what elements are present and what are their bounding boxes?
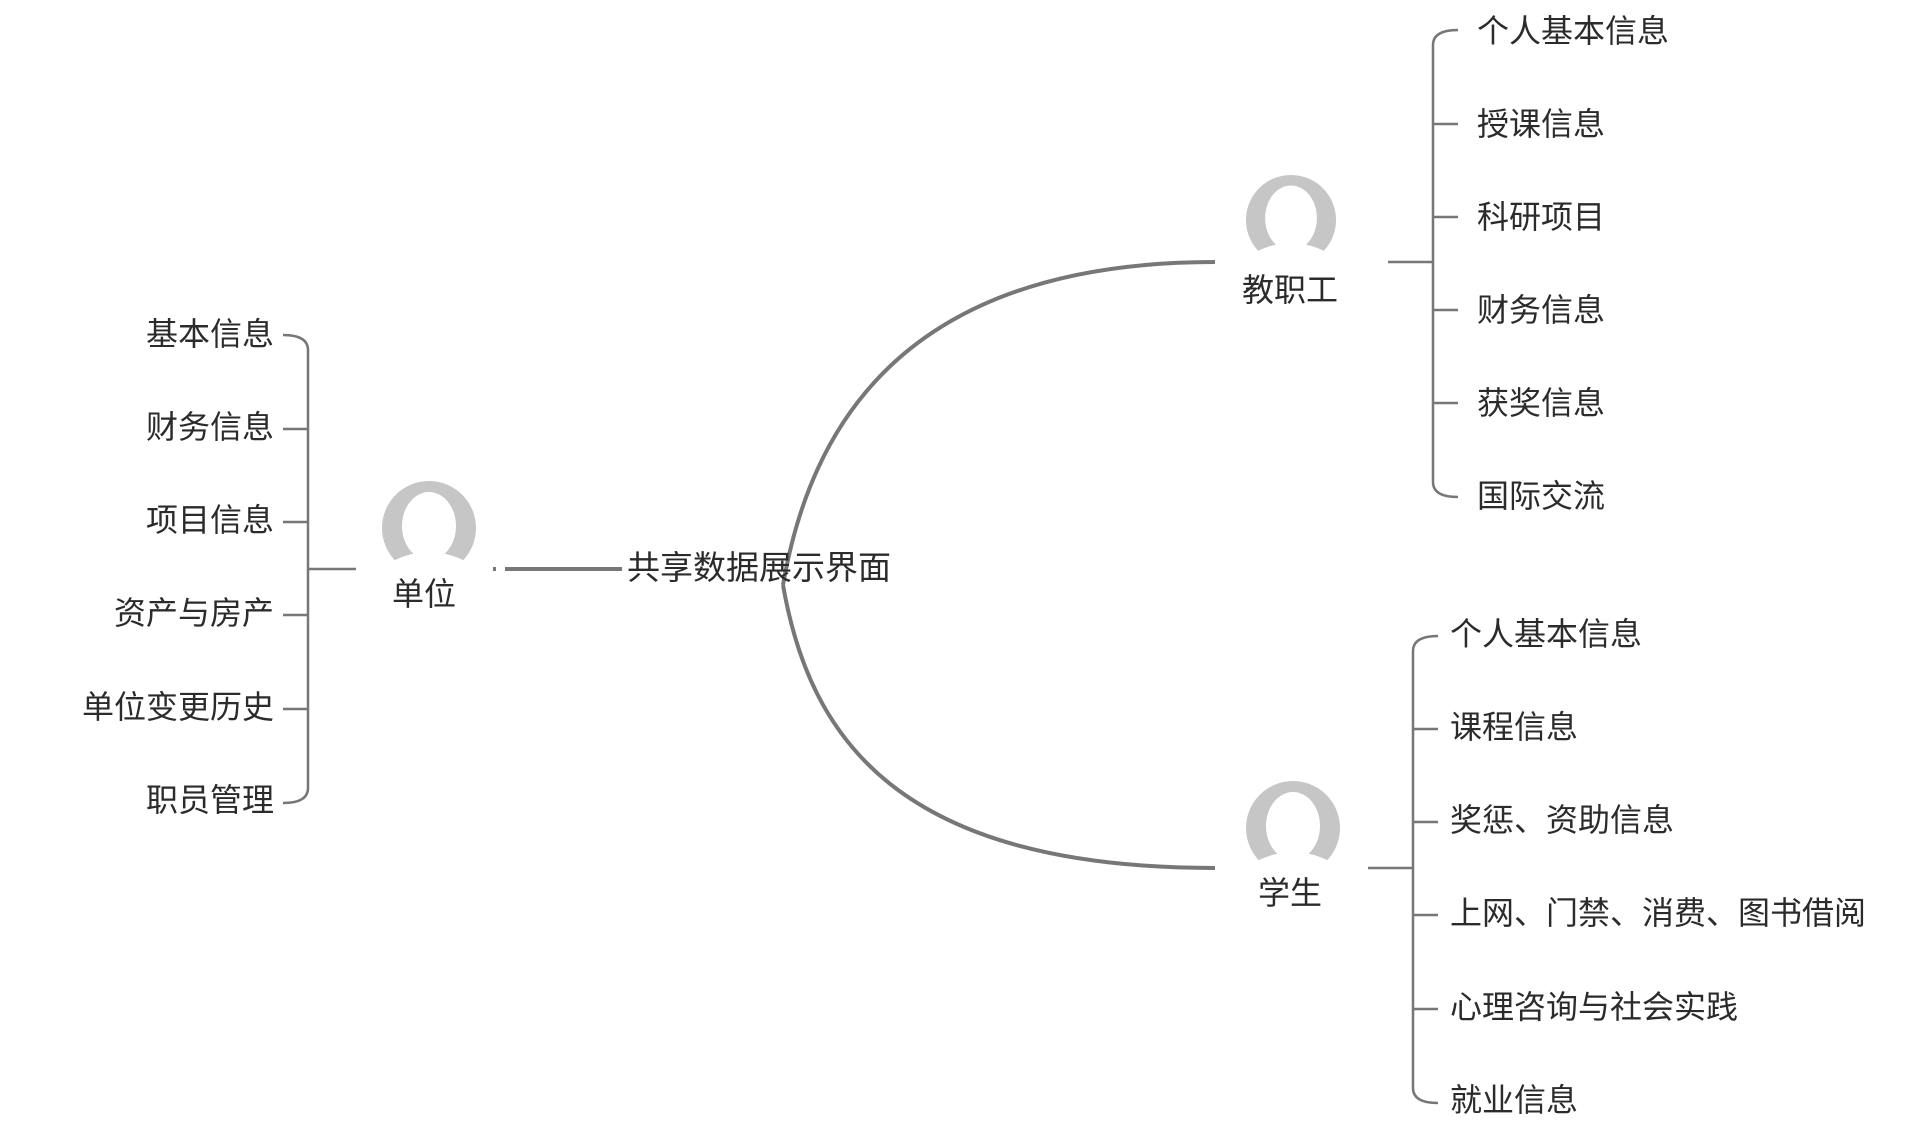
student-item: 心理咨询与社会实践 — [1450, 988, 1739, 1026]
root-node-label: 共享数据展示界面 — [627, 548, 891, 587]
staff-item: 财务信息 — [1477, 291, 1606, 329]
student-item: 就业信息 — [1450, 1081, 1579, 1119]
staff-item: 国际交流 — [1477, 477, 1606, 515]
root-staff-connector — [781, 260, 1216, 586]
student-item: 个人基本信息 — [1450, 615, 1643, 653]
root-student-connector — [781, 584, 1216, 870]
student-item: 上网、门禁、消费、图书借阅 — [1450, 894, 1867, 932]
staff-bracket — [1388, 28, 1459, 499]
staff-item: 授课信息 — [1477, 105, 1606, 143]
student-item: 奖惩、资助信息 — [1450, 801, 1675, 839]
user-avatar-icon — [381, 480, 477, 576]
unit-item: 职员管理 — [145, 781, 274, 819]
unit-item: 单位变更历史 — [81, 688, 274, 726]
user-avatar-icon — [1245, 174, 1341, 270]
staff-node-label: 教职工 — [1242, 271, 1339, 309]
user-avatar-icon — [1245, 780, 1341, 876]
unit-item: 资产与房产 — [113, 594, 274, 632]
unit-bracket — [282, 333, 356, 805]
unit-item: 项目信息 — [145, 501, 274, 539]
student-item: 课程信息 — [1450, 708, 1579, 746]
staff-item: 获奖信息 — [1477, 384, 1606, 422]
staff-item: 个人基本信息 — [1477, 12, 1670, 50]
unit-node-label: 单位 — [392, 575, 457, 613]
student-node-label: 学生 — [1258, 874, 1323, 912]
student-bracket — [1368, 634, 1439, 1105]
unit-item: 基本信息 — [145, 315, 274, 353]
unit-item: 财务信息 — [145, 408, 274, 446]
staff-item: 科研项目 — [1477, 198, 1606, 236]
